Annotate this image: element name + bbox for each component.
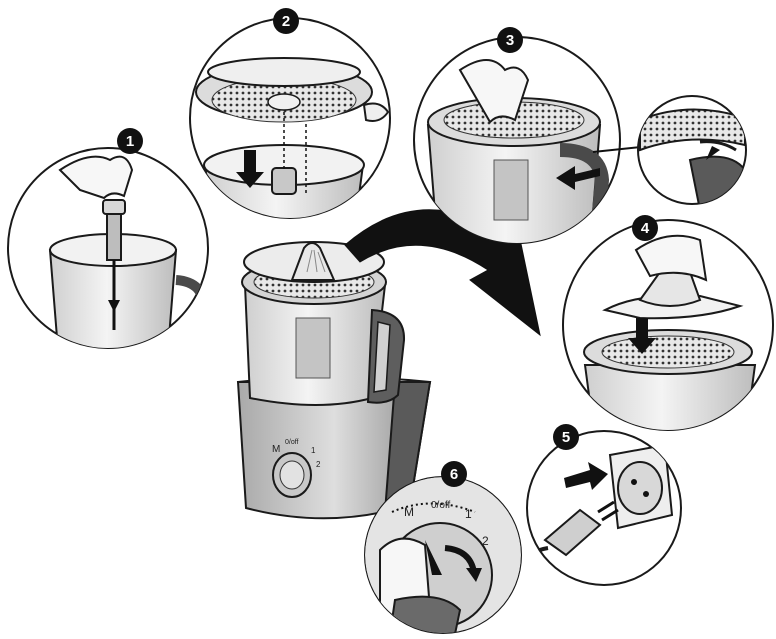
- panel-step-2: 2: [190, 8, 390, 225]
- base-dial-off: 0/off: [285, 439, 299, 446]
- dial-speed2-label: 2: [482, 534, 489, 548]
- food-processor: M 0/off 1 2: [238, 242, 430, 518]
- step-2-number: 2: [282, 13, 290, 30]
- base-dial-pulse: M: [272, 444, 280, 455]
- step-6-number: 6: [450, 466, 458, 483]
- step-5-number: 5: [562, 429, 570, 446]
- panel-step-3-detail: [638, 96, 746, 210]
- panel-step-5: 5: [520, 424, 681, 585]
- dial-off-label: 0/off: [431, 500, 450, 511]
- dial-speed1-label: 1: [465, 507, 472, 521]
- step-4-number: 4: [641, 220, 650, 237]
- base-dial-2: 2: [316, 460, 321, 469]
- panel-step-4: 4: [563, 215, 773, 440]
- dial-pulse-label: M: [404, 505, 414, 519]
- panel-step-1: 1: [8, 128, 208, 350]
- step-3-number: 3: [506, 32, 514, 49]
- step-1-number: 1: [126, 133, 134, 150]
- panel-step-3: 3: [414, 27, 660, 250]
- base-dial-1: 1: [311, 446, 316, 455]
